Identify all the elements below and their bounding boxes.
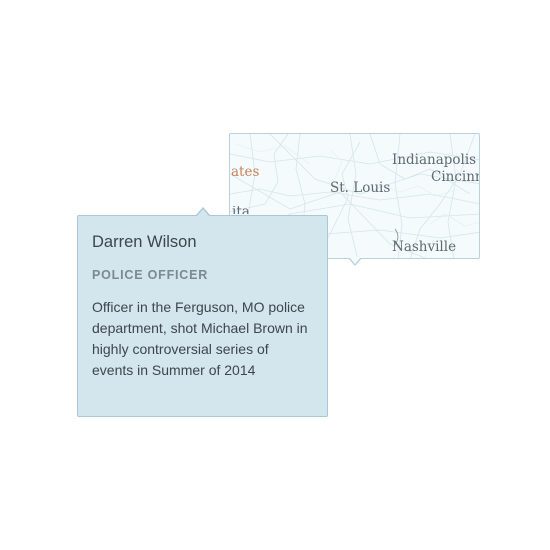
person-tooltip[interactable]: Darren Wilson POLICE OFFICER Officer in … [77, 215, 328, 417]
map-label-st-louis: St. Louis [330, 180, 391, 196]
map-label-partial: ita [232, 206, 250, 214]
person-role: POLICE OFFICER [92, 268, 209, 282]
map-label-indianapolis: Indianapolis [392, 152, 477, 168]
map-roads [230, 134, 479, 258]
map-label-state: ates [231, 164, 260, 180]
map-popup-pointer-fill [349, 257, 361, 264]
person-description: Officer in the Ferguson, MO police depar… [92, 299, 308, 378]
person-name: Darren Wilson [92, 233, 197, 251]
tooltip-pointer-fill [197, 209, 209, 216]
map-label-nashville: Nashville [392, 239, 457, 255]
map-label-cincinnati: Cincinn [431, 169, 480, 185]
